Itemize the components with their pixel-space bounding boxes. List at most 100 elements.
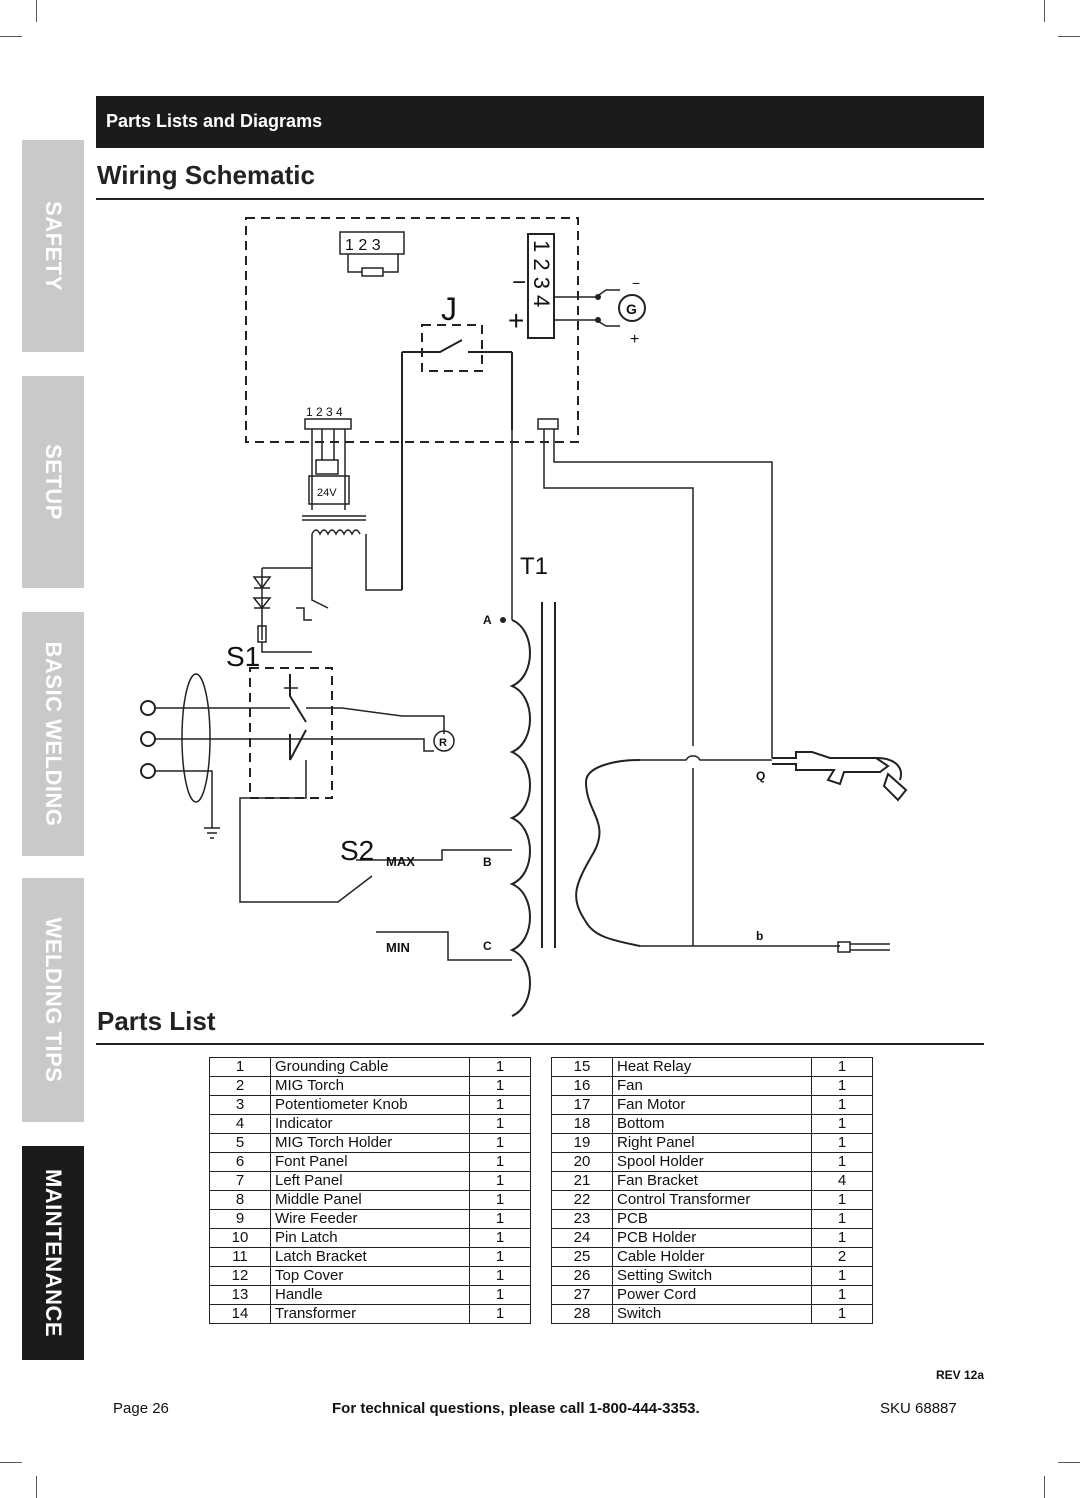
tab-basic-welding[interactable]: BASIC WELDING xyxy=(22,612,84,856)
part-description: Fan Bracket xyxy=(612,1171,812,1191)
tab-welding-tips[interactable]: WELDING TIPS xyxy=(22,878,84,1122)
sku-label: SKU 68887 xyxy=(880,1400,957,1417)
crop-mark xyxy=(0,36,22,37)
part-description: Latch Bracket xyxy=(270,1247,470,1267)
connector-123-label: 1 2 3 xyxy=(345,237,381,254)
part-quantity: 1 xyxy=(811,1209,873,1229)
part-number: 14 xyxy=(209,1304,271,1324)
tech-support-text: For technical questions, please call xyxy=(332,1400,589,1417)
part-number: 25 xyxy=(551,1247,613,1267)
tab-safety[interactable]: SAFETY xyxy=(22,140,84,352)
part-quantity: 1 xyxy=(469,1285,531,1305)
part-quantity: 1 xyxy=(469,1095,531,1115)
connector-1234-small-label: 1 2 3 4 xyxy=(306,405,343,419)
part-number: 6 xyxy=(209,1152,271,1172)
part-number: 12 xyxy=(209,1266,271,1286)
connector-fan xyxy=(537,418,559,430)
q-label: Q xyxy=(756,769,765,783)
part-quantity: 1 xyxy=(811,1095,873,1115)
tap-a-label: A xyxy=(483,613,492,627)
part-quantity: 1 xyxy=(469,1152,531,1172)
part-description: PCB xyxy=(612,1209,812,1229)
crop-mark xyxy=(36,1476,37,1498)
part-description: Right Panel xyxy=(612,1133,812,1153)
part-quantity: 1 xyxy=(811,1076,873,1096)
part-number: 7 xyxy=(209,1171,271,1191)
part-number: 3 xyxy=(209,1095,271,1115)
part-number: 5 xyxy=(209,1133,271,1153)
minus-label: − xyxy=(512,269,526,296)
transformer-t1-label: T1 xyxy=(520,553,548,580)
tab-setup[interactable]: SETUP xyxy=(22,376,84,588)
part-description: Grounding Cable xyxy=(270,1057,470,1077)
fan-motor-r xyxy=(433,730,455,752)
part-number: 24 xyxy=(551,1228,613,1248)
part-number: 28 xyxy=(551,1304,613,1324)
part-quantity: 1 xyxy=(469,1057,531,1077)
crop-mark xyxy=(36,0,37,22)
tap-c-label: C xyxy=(483,939,492,953)
part-quantity: 1 xyxy=(811,1133,873,1153)
part-description: Cable Holder xyxy=(612,1247,812,1267)
part-description: Bottom xyxy=(612,1114,812,1134)
part-quantity: 4 xyxy=(811,1171,873,1191)
part-number: 15 xyxy=(551,1057,613,1077)
part-quantity: 1 xyxy=(811,1285,873,1305)
part-quantity: 1 xyxy=(469,1209,531,1229)
part-description: Middle Panel xyxy=(270,1190,470,1210)
part-description: Setting Switch xyxy=(612,1266,812,1286)
page-number: Page 26 xyxy=(113,1400,169,1417)
part-number: 8 xyxy=(209,1190,271,1210)
part-number: 17 xyxy=(551,1095,613,1115)
part-number: 20 xyxy=(551,1152,613,1172)
part-quantity: 1 xyxy=(811,1190,873,1210)
part-number: 13 xyxy=(209,1285,271,1305)
divider xyxy=(96,198,984,200)
section-title: Parts Lists and Diagrams xyxy=(106,111,323,131)
connector-1234-small xyxy=(304,418,352,430)
b-lower-label: b xyxy=(756,929,763,943)
part-number: 27 xyxy=(551,1285,613,1305)
part-description: Left Panel xyxy=(270,1171,470,1191)
crop-mark xyxy=(1044,1476,1045,1498)
part-number: 18 xyxy=(551,1114,613,1134)
part-number: 21 xyxy=(551,1171,613,1191)
part-quantity: 1 xyxy=(811,1114,873,1134)
tab-maintenance[interactable]: MAINTENANCE xyxy=(22,1146,84,1360)
part-quantity: 1 xyxy=(469,1133,531,1153)
part-description: Heat Relay xyxy=(612,1057,812,1077)
crop-mark xyxy=(0,1462,22,1463)
24v-label: 24V xyxy=(317,487,337,499)
relay-j-label: J xyxy=(441,291,457,327)
crop-mark xyxy=(1058,36,1080,37)
pcb-outline xyxy=(245,217,579,443)
relay-j xyxy=(421,324,483,372)
part-quantity: 1 xyxy=(469,1114,531,1134)
part-quantity: 1 xyxy=(469,1076,531,1096)
part-description: Switch xyxy=(612,1304,812,1324)
connector-123 xyxy=(339,231,405,255)
switch-s2-label: S2 xyxy=(340,835,374,866)
part-quantity: 1 xyxy=(811,1266,873,1286)
tech-support-line: For technical questions, please call 1-8… xyxy=(332,1400,700,1417)
